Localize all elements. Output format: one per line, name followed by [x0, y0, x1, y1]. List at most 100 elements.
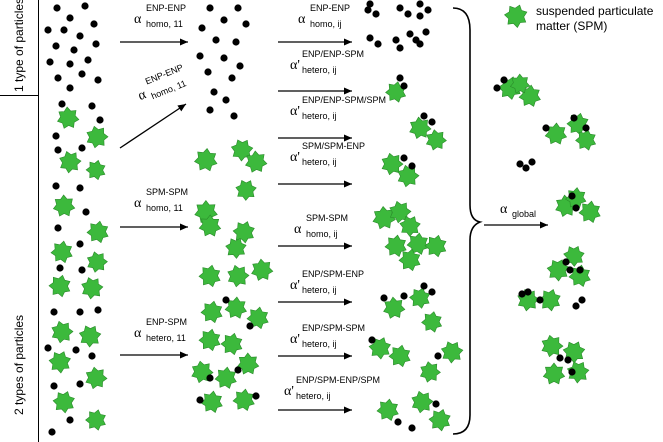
enp-particle	[54, 224, 62, 232]
enp-particle	[78, 266, 86, 274]
enp-particle	[88, 352, 96, 360]
legend-spm-swatch	[504, 4, 528, 28]
spm-particle	[86, 125, 109, 149]
arrow-head	[344, 406, 352, 414]
spm-particle	[86, 251, 108, 273]
enp-particle	[246, 322, 254, 330]
spm-particle	[398, 248, 421, 272]
spm-particle	[388, 344, 411, 368]
enp-particle	[576, 266, 584, 274]
arrow-head	[180, 351, 188, 359]
rate-subscript: hetero, ij	[296, 391, 331, 401]
spm-particle	[200, 390, 223, 413]
enp-particle	[220, 54, 228, 62]
two-types-section: 2 types of particles	[0, 95, 39, 442]
enp-particle	[536, 296, 544, 304]
spm-particle	[57, 106, 80, 129]
enp-particle	[366, 0, 374, 8]
enp-particle	[92, 40, 100, 48]
spm-particle	[236, 352, 260, 375]
enp-particle	[56, 264, 64, 272]
enp-particle	[220, 16, 228, 24]
rate-superscript: ENP-ENP	[146, 3, 187, 13]
enp-particle	[516, 160, 524, 168]
spm-particle	[397, 164, 420, 188]
enp-particle	[76, 184, 84, 192]
enp-particle	[518, 290, 526, 298]
spm-particle	[86, 220, 109, 244]
enp-particle	[416, 0, 424, 8]
enp-particle	[50, 382, 58, 390]
arrow-head	[540, 221, 548, 229]
enp-particle	[206, 4, 214, 12]
spm-particle	[409, 287, 431, 309]
enp-particle	[428, 288, 436, 296]
spm-particle	[424, 234, 447, 258]
enp-particle	[76, 32, 84, 40]
enp-particle	[84, 56, 92, 64]
spm-particle	[409, 116, 432, 139]
rate-superscript: ENP/SPM-SPM	[302, 323, 366, 333]
enp-particle	[81, 2, 89, 10]
enp-particle	[428, 118, 436, 126]
enp-particle	[198, 24, 206, 32]
enp-particle	[392, 36, 400, 44]
spm-particle	[440, 341, 464, 364]
enp-particle	[416, 40, 424, 48]
rate-subscript: hetero, ij	[302, 339, 337, 349]
enp-particle	[206, 106, 214, 114]
enp-particle	[236, 62, 244, 70]
spm-particle	[220, 332, 243, 356]
arrow-head	[344, 134, 352, 142]
enp-particle	[242, 20, 250, 28]
enp-particle	[578, 296, 586, 304]
rate-symbol: α	[294, 222, 302, 237]
rate-subscript: homo, 11	[146, 203, 183, 213]
enp-particle	[420, 282, 428, 290]
spm-particle	[227, 264, 250, 288]
enp-particle	[396, 4, 404, 12]
arrow-head	[344, 242, 352, 250]
grouping-brace	[452, 7, 483, 435]
rate-subscript: global	[512, 209, 537, 219]
rate-subscript: hetero, ij	[302, 65, 337, 75]
enp-particle	[90, 20, 98, 28]
rate-symbol: α'	[290, 104, 300, 119]
spm-particle	[428, 409, 451, 432]
spm-particle	[232, 388, 255, 411]
rate-symbol: α	[134, 326, 142, 341]
spm-particle	[85, 366, 108, 390]
enp-particle	[500, 76, 508, 84]
arrow-head	[344, 298, 352, 306]
enp-particle	[408, 162, 416, 170]
spm-particle	[425, 129, 447, 151]
spm-particle	[224, 296, 247, 319]
enp-particle	[400, 82, 408, 90]
enp-particle	[78, 144, 86, 152]
spm-particle	[578, 200, 601, 223]
enp-particle	[572, 302, 580, 310]
rate-superscript: SPM-SPM	[306, 213, 349, 223]
enp-particle	[54, 146, 62, 154]
legend-spm-label: suspended particulate matter (SPM)	[536, 4, 654, 33]
enp-particle	[374, 40, 382, 48]
rate-superscript: SPM-SPM	[146, 187, 189, 197]
enp-particle	[416, 12, 424, 20]
rate-subscript: homo, ij	[310, 19, 342, 29]
enp-particle	[568, 192, 576, 200]
enp-particle	[582, 124, 590, 132]
rate-subscript: homo, ij	[306, 229, 338, 239]
enp-particle	[394, 418, 402, 426]
arrow-head	[344, 87, 352, 95]
spm-particle	[384, 234, 407, 257]
spm-particle	[81, 277, 104, 300]
spm-particle	[245, 150, 268, 173]
enp-particle	[400, 292, 408, 300]
enp-particle	[66, 84, 74, 92]
rate-label: α SPM-SPM homo, ij	[294, 214, 348, 239]
arrow-head	[344, 180, 352, 188]
